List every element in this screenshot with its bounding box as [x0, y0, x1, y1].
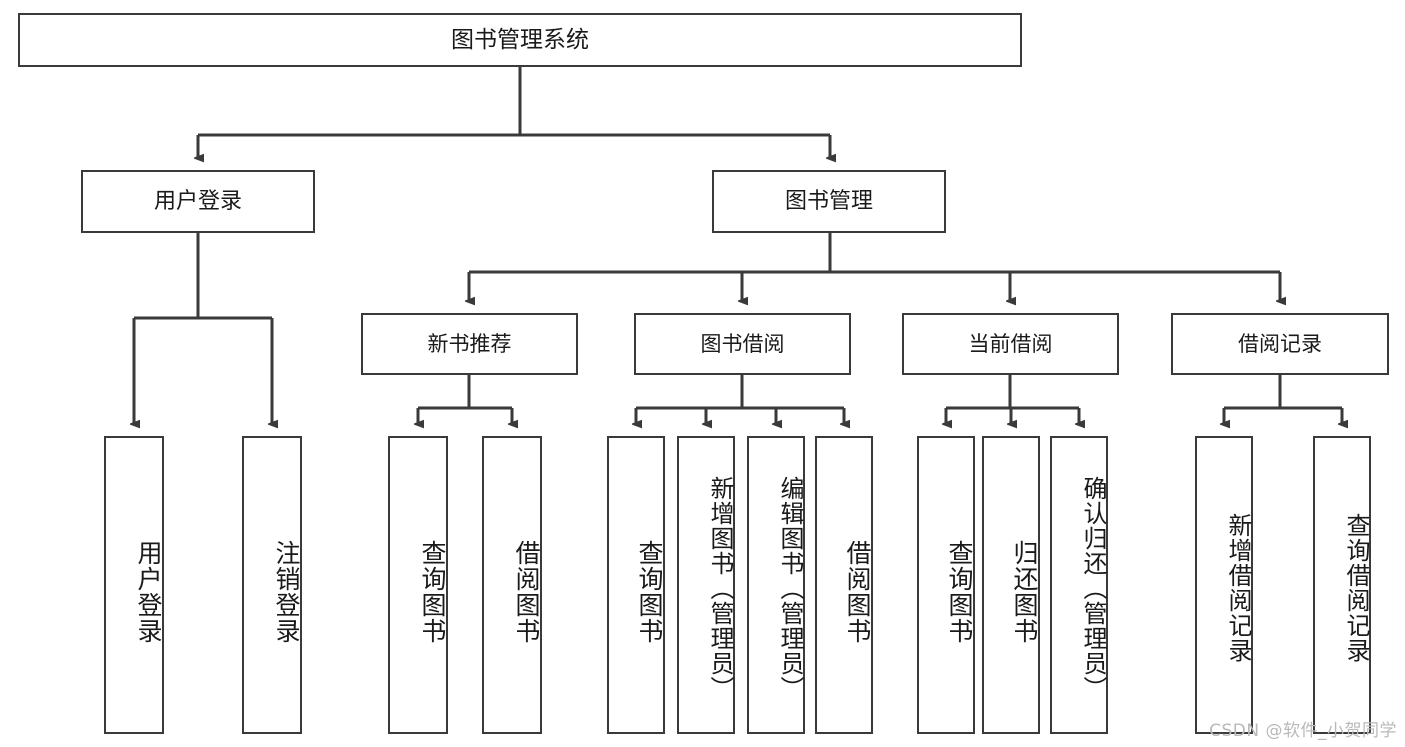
node-label: 借阅记录: [1238, 331, 1322, 356]
node-root-book-management-system[interactable]: 图书管理系统: [18, 13, 1022, 67]
node-label: 当前借阅: [968, 331, 1053, 356]
leaf-new-book-borrow[interactable]: 借阅图书: [482, 436, 542, 734]
leaf-label: 注销登录: [272, 540, 301, 644]
node-label: 新书推荐: [427, 331, 512, 356]
leaf-book-borrow-query[interactable]: 查询图书: [607, 436, 665, 734]
leaf-user-login-signout[interactable]: 注销登录: [242, 436, 302, 734]
leaf-label: 借阅图书: [512, 540, 541, 644]
leaf-label: 查询图书: [418, 540, 447, 644]
leaf-label: 新增借阅记录: [1224, 513, 1252, 663]
leaf-book-borrow-lend[interactable]: 借阅图书: [815, 436, 873, 734]
node-new-book-recommend[interactable]: 新书推荐: [361, 313, 578, 375]
leaf-current-borrow-query[interactable]: 查询图书: [917, 436, 975, 734]
node-user-login[interactable]: 用户登录: [81, 170, 315, 233]
leaf-new-book-query[interactable]: 查询图书: [388, 436, 448, 734]
node-label: 图书管理系统: [451, 26, 589, 53]
node-current-borrow[interactable]: 当前借阅: [902, 313, 1119, 375]
leaf-borrow-record-query[interactable]: 查询借阅记录: [1313, 436, 1371, 734]
leaf-label: 查询图书: [635, 540, 664, 644]
leaf-label: 确认归还（管理员）: [1079, 475, 1107, 701]
leaf-book-borrow-edit[interactable]: 编辑图书（管理员）: [747, 436, 805, 734]
leaf-label: 查询图书: [945, 540, 974, 644]
node-book-management[interactable]: 图书管理: [712, 170, 946, 233]
leaf-label: 归还图书: [1010, 540, 1039, 644]
leaf-current-borrow-return[interactable]: 归还图书: [982, 436, 1040, 734]
node-label: 图书借阅: [700, 331, 785, 356]
leaf-label: 查询借阅记录: [1342, 513, 1370, 663]
leaf-label: 编辑图书（管理员）: [776, 475, 804, 701]
node-book-borrow[interactable]: 图书借阅: [634, 313, 851, 375]
leaf-user-login-signin[interactable]: 用户登录: [104, 436, 164, 734]
leaf-current-borrow-confirm-return[interactable]: 确认归还（管理员）: [1050, 436, 1108, 734]
node-label: 用户登录: [153, 188, 242, 214]
leaf-book-borrow-add[interactable]: 新增图书（管理员）: [677, 436, 735, 734]
leaf-label: 新增图书（管理员）: [706, 475, 734, 701]
watermark-text: CSDN @软件_小贺同学: [1209, 721, 1397, 741]
leaf-label: 借阅图书: [843, 540, 872, 644]
node-label: 图书管理: [784, 188, 873, 214]
node-borrow-record[interactable]: 借阅记录: [1171, 313, 1389, 375]
leaf-label: 用户登录: [134, 540, 163, 644]
leaf-borrow-record-add[interactable]: 新增借阅记录: [1195, 436, 1253, 734]
